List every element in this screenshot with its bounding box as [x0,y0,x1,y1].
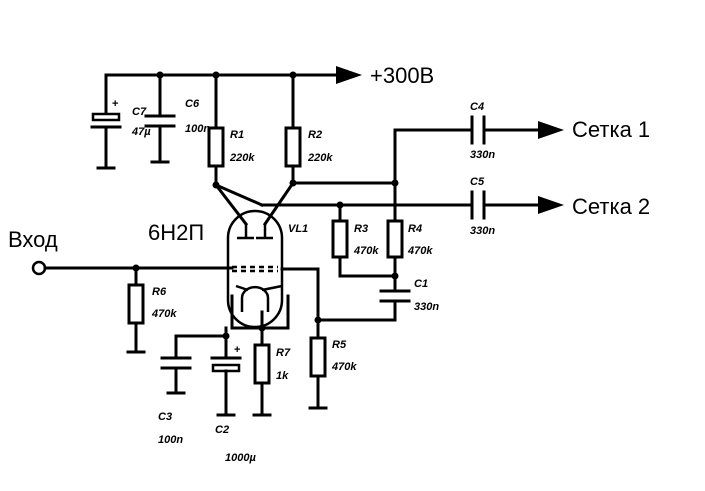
resistor-r7 [252,343,272,417]
resistor-r1 [207,73,225,189]
r3-value: 470k [353,245,379,257]
plate-wires [213,128,472,227]
c7-name: C7 [132,106,147,118]
capacitor-c2 [210,356,242,417]
c5-name: C5 [470,176,485,188]
capacitor-c5 [470,190,564,220]
c5-value: 330n [470,225,495,237]
c2-value: 1000µ [225,452,256,464]
input-label: Вход [8,227,58,252]
r3-name: R3 [354,223,368,235]
c4-name: C4 [470,101,484,113]
capacitor-c6 [144,73,176,164]
out1-label: Сетка 1 [572,117,650,142]
resistor-r2 [284,73,302,187]
resistor-r4 [386,181,404,293]
r4-name: R4 [408,223,422,235]
supply-arrow-icon [336,66,362,84]
out1-arrow-icon [538,121,564,139]
capacitor-c4 [470,115,564,145]
input-terminal [31,260,234,276]
r6-name: R6 [152,286,167,298]
out2-arrow-icon [538,196,564,214]
resistor-r3 [331,203,397,278]
c6-name: C6 [185,98,200,110]
r1-name: R1 [230,129,244,141]
r7-value: 1k [276,370,289,382]
cathode-wires [174,294,290,360]
capacitor-c3 [160,356,192,395]
resistor-r5 [308,336,328,410]
c1-name: C1 [414,278,428,290]
r4-value: 470k [407,245,433,257]
c6-value: 100n [185,123,210,135]
r5-name: R5 [332,339,347,351]
r2-name: R2 [308,129,322,141]
capacitor-c1 [316,289,411,322]
supply-label: +300В [370,63,434,88]
r5-value: 470k [331,361,357,373]
c2-polarity: + [234,344,240,356]
capacitor-c7 [90,73,122,170]
c1-value: 330n [414,301,439,313]
r2-value: 220k [307,152,333,164]
supply-rail [104,66,362,84]
r6-value: 470k [151,308,177,320]
c3-value: 100n [158,434,183,446]
r7-name: R7 [276,347,291,359]
c7-polarity: + [112,98,118,110]
c7-value: 47µ [131,126,151,138]
out2-label: Сетка 2 [572,194,650,219]
grid-wire [280,267,322,340]
tube-vl1 [226,209,284,329]
resistor-r6 [126,266,146,354]
vl1-name: VL1 [288,223,308,235]
input-jack-icon [31,260,47,276]
c3-name: C3 [158,411,172,423]
tube-type-label: 6Н2П [148,220,204,245]
r1-value: 220k [229,152,255,164]
c2-name: C2 [215,424,229,436]
c4-value: 330n [470,149,495,161]
